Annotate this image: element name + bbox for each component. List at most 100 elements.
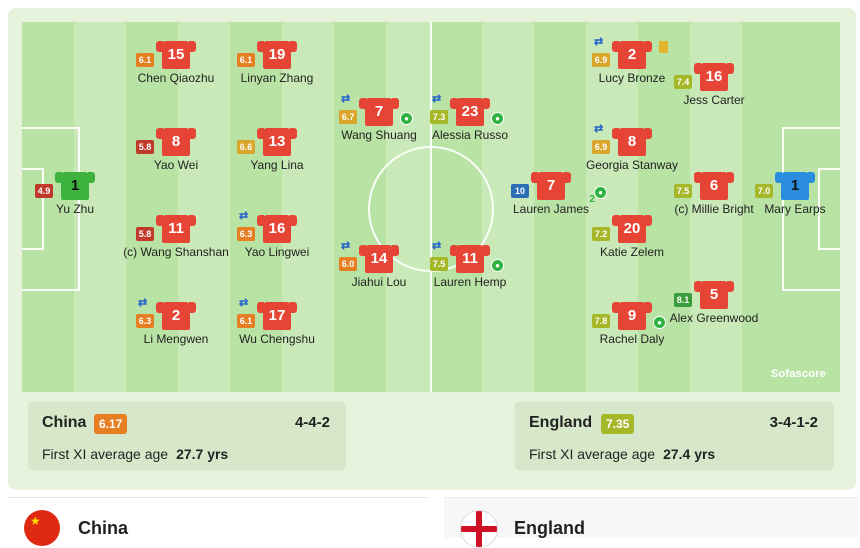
player-name: Alex Greenwood: [669, 311, 759, 325]
shirt-number: 23: [461, 103, 479, 120]
shirt-number: 1: [790, 177, 800, 194]
player-name: Yu Zhu: [55, 202, 95, 216]
player-rating: 6.7: [339, 110, 357, 124]
player-name: Katie Zelem: [599, 245, 665, 259]
shirt-icon: 9 7.8 ●: [592, 302, 666, 330]
player-rating: 10: [511, 184, 529, 198]
player-rating: 7.4: [674, 75, 692, 89]
shirt-number: 20: [623, 220, 641, 237]
shirt-number: 15: [167, 46, 185, 63]
player-rating: 5.8: [136, 140, 154, 154]
substitution-icon: ⇄: [432, 240, 442, 252]
player-rating: 7.2: [592, 227, 610, 241]
shirt-number: 16: [268, 220, 286, 237]
shirt-number: 1: [70, 177, 80, 194]
player-card[interactable]: 2 6.9 ⇄ Lucy Bronze: [577, 37, 687, 85]
player-rating: 7.5: [430, 257, 448, 271]
player-rating: 6.1: [237, 314, 255, 328]
shirt-number: 11: [462, 250, 478, 267]
shirt-number: 19: [268, 46, 286, 63]
shirt-icon: 2 6.9 ⇄: [592, 37, 668, 69]
player-rating: 8.1: [674, 293, 692, 307]
player-name: Rachel Daly: [599, 332, 665, 346]
player-rating: 7.5: [674, 184, 692, 198]
team-tab-england[interactable]: England: [444, 497, 858, 548]
shirt-number: 14: [370, 250, 388, 267]
shirt-number: 5: [709, 286, 719, 303]
substitution-icon: ⇄: [239, 210, 249, 222]
player-rating: 4.9: [35, 184, 53, 198]
shirt-number: 9: [627, 307, 637, 324]
player-name: Yao Lingwei: [244, 245, 310, 259]
team-name: England: [529, 414, 593, 431]
shirt-number: 8: [627, 133, 637, 150]
player-name: Mary Earps: [764, 202, 826, 216]
team-formation: 3-4-1-2: [769, 414, 818, 431]
yellow-card-icon: [659, 41, 668, 53]
goal-icon: ●: [400, 112, 413, 125]
player-name: Li Mengwen: [143, 332, 209, 346]
player-name: Lauren James: [512, 202, 590, 216]
shirt-number: 8: [171, 133, 181, 150]
player-name: Lucy Bronze: [598, 71, 666, 85]
goal-icon: ●: [491, 259, 504, 272]
player-rating: 6.6: [237, 140, 255, 154]
team-tab-china[interactable]: ★ China: [8, 497, 428, 546]
player-card[interactable]: 9 7.8 ● Rachel Daly: [577, 302, 687, 345]
substitution-icon: ⇄: [239, 297, 249, 309]
shirt-number: 2: [627, 46, 637, 63]
player-rating: 7.8: [592, 314, 610, 328]
player-name: Wang Shuang: [341, 128, 417, 142]
team-formation: 4-4-2: [294, 414, 330, 431]
player-name: Linyan Zhang: [240, 71, 314, 85]
team-name: China: [42, 414, 87, 431]
shirt-number: 16: [705, 68, 723, 85]
player-rating: 6.9: [592, 53, 610, 67]
shirt-icon: 11 7.5 ⇄ ●: [430, 241, 504, 273]
goal-icon: ●: [653, 316, 666, 329]
team-summary-england: England 7.35 3-4-1-2 First XI average ag…: [515, 402, 834, 470]
player-name: Chen Qiaozhu: [137, 71, 215, 85]
player-name: Alessia Russo: [431, 128, 509, 142]
goal-icon: ●: [594, 186, 607, 199]
player-rating: 7.0: [755, 184, 773, 198]
player-name: Wu Chengshu: [239, 332, 315, 346]
player-rating: 6.9: [592, 140, 610, 154]
substitution-icon: ⇄: [594, 36, 604, 48]
goal-count: 2: [589, 194, 595, 205]
